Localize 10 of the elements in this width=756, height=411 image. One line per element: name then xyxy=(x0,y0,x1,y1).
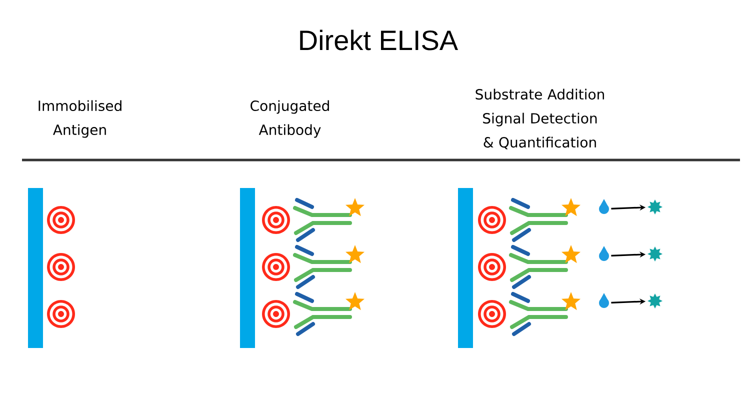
column-heading: Substrate Addition Signal Detection & Quantification xyxy=(476,88,604,150)
drop-icon xyxy=(599,246,609,261)
drop-icon xyxy=(599,199,609,214)
burst-icon xyxy=(648,294,662,308)
column-heading: Immobilised Antigen xyxy=(38,100,122,138)
column-heading: Conjugated Antibody xyxy=(250,100,329,138)
burst-icon xyxy=(648,246,662,262)
title: Direkt ELISA xyxy=(300,30,458,50)
drop-icon xyxy=(599,293,609,308)
burst-icon xyxy=(648,200,662,214)
